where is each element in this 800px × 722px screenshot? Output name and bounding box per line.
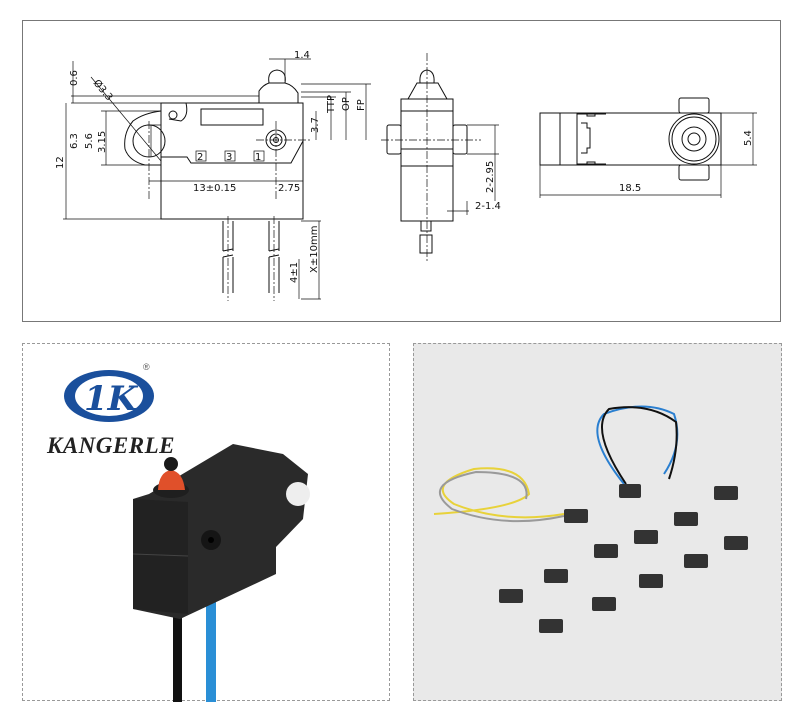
terminal-label: 1: [255, 152, 261, 163]
registered-mark: ®: [143, 362, 150, 372]
dim-lead-length: X±10mm: [309, 226, 320, 273]
dim-fp: FP: [356, 99, 367, 111]
dim-boss-length: 2-1.4: [475, 201, 501, 212]
dim-length: 18.5: [619, 183, 641, 194]
terminal-label: 2: [197, 152, 203, 163]
dim-op: OP: [341, 97, 352, 111]
dim-edge-offset: 2.75: [278, 183, 300, 194]
dim-boss-diameter: 2-2.95: [485, 161, 496, 193]
dim-plunger-width: 1.4: [294, 50, 310, 61]
dim-ttp: TTP: [326, 95, 337, 114]
dim-strip-length: 4±1: [289, 262, 300, 283]
brand-name: KANGERLE: [47, 433, 175, 458]
variants-photo-panel: [413, 343, 782, 701]
dim-hole-diameter: Ø3.3: [91, 77, 115, 103]
product-photo-panel: 1K ® KANGERLE: [22, 343, 390, 702]
dim-height-3-15: 3.15: [97, 131, 108, 153]
switch-variants: [499, 484, 748, 633]
dim-width: 5.4: [743, 130, 754, 146]
dim-hole-pitch: 13±0.15: [193, 183, 236, 194]
svg-text:1K: 1K: [84, 379, 139, 419]
technical-drawing-panel: 2 3 1 1.4 0.6 Ø3.3 6.3 5.6 3.15 12 13±0.…: [22, 20, 781, 322]
front-view: 2 3 1 1.4 0.6 Ø3.3 6.3 5.6 3.15 12 13±0.…: [55, 50, 371, 301]
dim-height-6-3: 6.3: [69, 133, 80, 149]
technical-drawing: 2 3 1 1.4 0.6 Ø3.3 6.3 5.6 3.15 12 13±0.…: [55, 50, 757, 301]
terminal-label: 3: [226, 152, 232, 163]
switch-photo: [132, 444, 310, 702]
dim-hole-to-top: 3.7: [310, 117, 321, 133]
dim-top-offset: 0.6: [69, 70, 80, 86]
brand-logo: 1K ®: [57, 362, 167, 426]
side-view: 2-2.95 2-1.4: [381, 53, 501, 263]
logo-mark-icon: 1K: [64, 370, 154, 422]
top-view: 5.4 18.5: [539, 97, 757, 198]
variants-photo: [433, 405, 748, 633]
dim-height-5-6: 5.6: [84, 133, 95, 149]
dim-total-height: 12: [55, 156, 66, 169]
